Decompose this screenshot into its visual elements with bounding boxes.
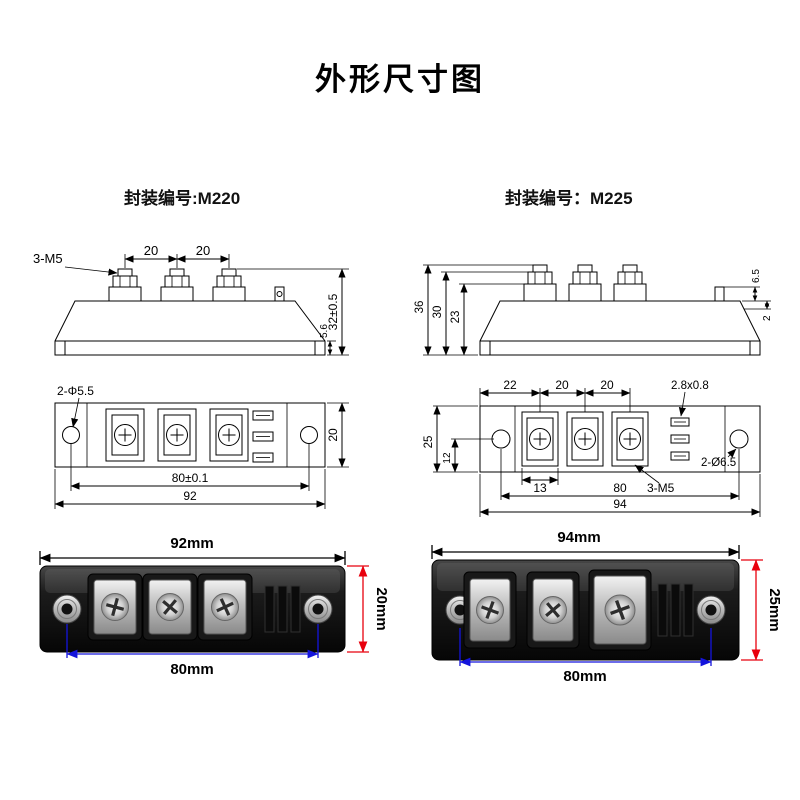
m220-dim-flange: 5.6 [319, 324, 330, 338]
m220-dim-width: 20 [326, 428, 340, 442]
m225-mounting-hole-right [729, 429, 749, 449]
m225-dim-half: 12 [442, 452, 453, 464]
m225-dim-thread: 3-M5 [647, 481, 675, 495]
m220-dim-holes: 2-Φ5.5 [57, 384, 94, 398]
m225-dim-width: 25 [423, 436, 435, 449]
m225-dim-tab-height: 6.5 [751, 269, 762, 283]
m220-module-photo [39, 565, 346, 653]
m220-photo-length-label: 92mm [170, 535, 213, 552]
m225-package-label: 封装编号：M225 [505, 189, 633, 208]
m225-photo-hole-right [696, 595, 726, 625]
m225-dim-holes: 2-Ø6.5 [701, 457, 736, 469]
m220-package-label: 封装编号:M220 [124, 189, 241, 208]
m225-mounting-hole-left [491, 429, 511, 449]
m225-photo-span-label: 80mm [563, 668, 606, 685]
m220-photo-hole-right [303, 594, 333, 624]
m225-photo-pin-tabs [657, 583, 694, 637]
m225-photo-terminals [463, 569, 652, 651]
m225-top-terminals [521, 411, 649, 467]
page-title: 外形尺寸图 [315, 62, 485, 97]
m220-mounting-hole-left [62, 426, 80, 444]
m225-dim-h-nut: 30 [432, 306, 444, 319]
m225-photo-length-dimension: 94mm [431, 529, 740, 559]
m225-dim-length: 94 [613, 497, 627, 511]
m225-dim-h-seat: 23 [450, 311, 462, 324]
m225-photo-span-dimension: 80mm [459, 628, 712, 685]
m220-photo-pin-tabs [264, 585, 301, 633]
m220-front-dimensions: 20 20 3-M5 32±0.5 5.6 [33, 243, 349, 356]
m225-dim-tab-size: 2.8x0.8 [671, 380, 709, 392]
m220-dim-height: 32±0.5 [326, 293, 340, 330]
m220-dim-hole-span: 80±0.1 [172, 471, 209, 485]
m225-dim-pitch-b: 20 [600, 378, 614, 392]
m220-photo-height-label: 20mm [373, 587, 390, 630]
m220-front-view: 20 20 3-M5 32±0.5 5.6 [33, 243, 349, 356]
m225-dim-hole-span: 80 [613, 481, 627, 495]
m220-photo-length-dimension: 92mm [39, 535, 346, 565]
m220-front-terminals [108, 268, 246, 302]
m220-photo-terminals [87, 573, 253, 641]
m225-front-body [479, 286, 761, 356]
m220-top-view: 2-Φ5.5 80±0.1 92 20 [54, 384, 349, 509]
m225-dim-h-total: 36 [414, 301, 426, 314]
m220-product-photo: 92mm [39, 535, 390, 678]
m225-front-view: 36 30 23 6.5 2 [414, 264, 773, 356]
m220-dim-pitch-b: 20 [196, 243, 210, 258]
m225-dim-seat: 13 [533, 481, 547, 495]
m225-photo-height-label: 25mm [766, 588, 783, 631]
m220-photo-span-label: 80mm [170, 661, 213, 678]
m225-dim-pitch-a: 20 [555, 378, 569, 392]
m220-dim-length: 92 [183, 489, 197, 503]
m220-mounting-hole-right [300, 426, 318, 444]
m220-photo-hole-left [52, 594, 82, 624]
m220-dim-thread: 3-M5 [33, 251, 63, 266]
m220-top-dimensions: 2-Φ5.5 80±0.1 92 20 [54, 384, 349, 509]
m225-front-dimensions: 36 30 23 6.5 2 [414, 264, 773, 356]
m220-photo-span-dimension: 80mm [66, 624, 319, 678]
m225-dim-offset: 22 [503, 378, 517, 392]
m225-top-pin-tabs [670, 417, 690, 461]
m225-photo-height-dimension: 25mm [741, 559, 783, 661]
m225-product-photo: 94mm [431, 529, 783, 685]
m220-front-body [54, 286, 326, 356]
m220-top-terminals [105, 408, 249, 462]
m220-photo-height-dimension: 20mm [347, 565, 390, 653]
m220-top-pin-tabs [252, 410, 274, 463]
m225-top-view: 22 20 20 2.8x0.8 25 12 13 3-M5 2-Ø6.5 80 [423, 378, 761, 517]
m225-front-terminals [523, 264, 647, 302]
m225-module-photo [431, 559, 740, 661]
m225-dim-tab-thickness: 2 [762, 315, 773, 321]
m225-photo-length-label: 94mm [557, 529, 600, 546]
m220-dim-pitch-a: 20 [144, 243, 158, 258]
m225-top-dimensions: 22 20 20 2.8x0.8 25 12 13 3-M5 2-Ø6.5 80 [423, 378, 761, 517]
